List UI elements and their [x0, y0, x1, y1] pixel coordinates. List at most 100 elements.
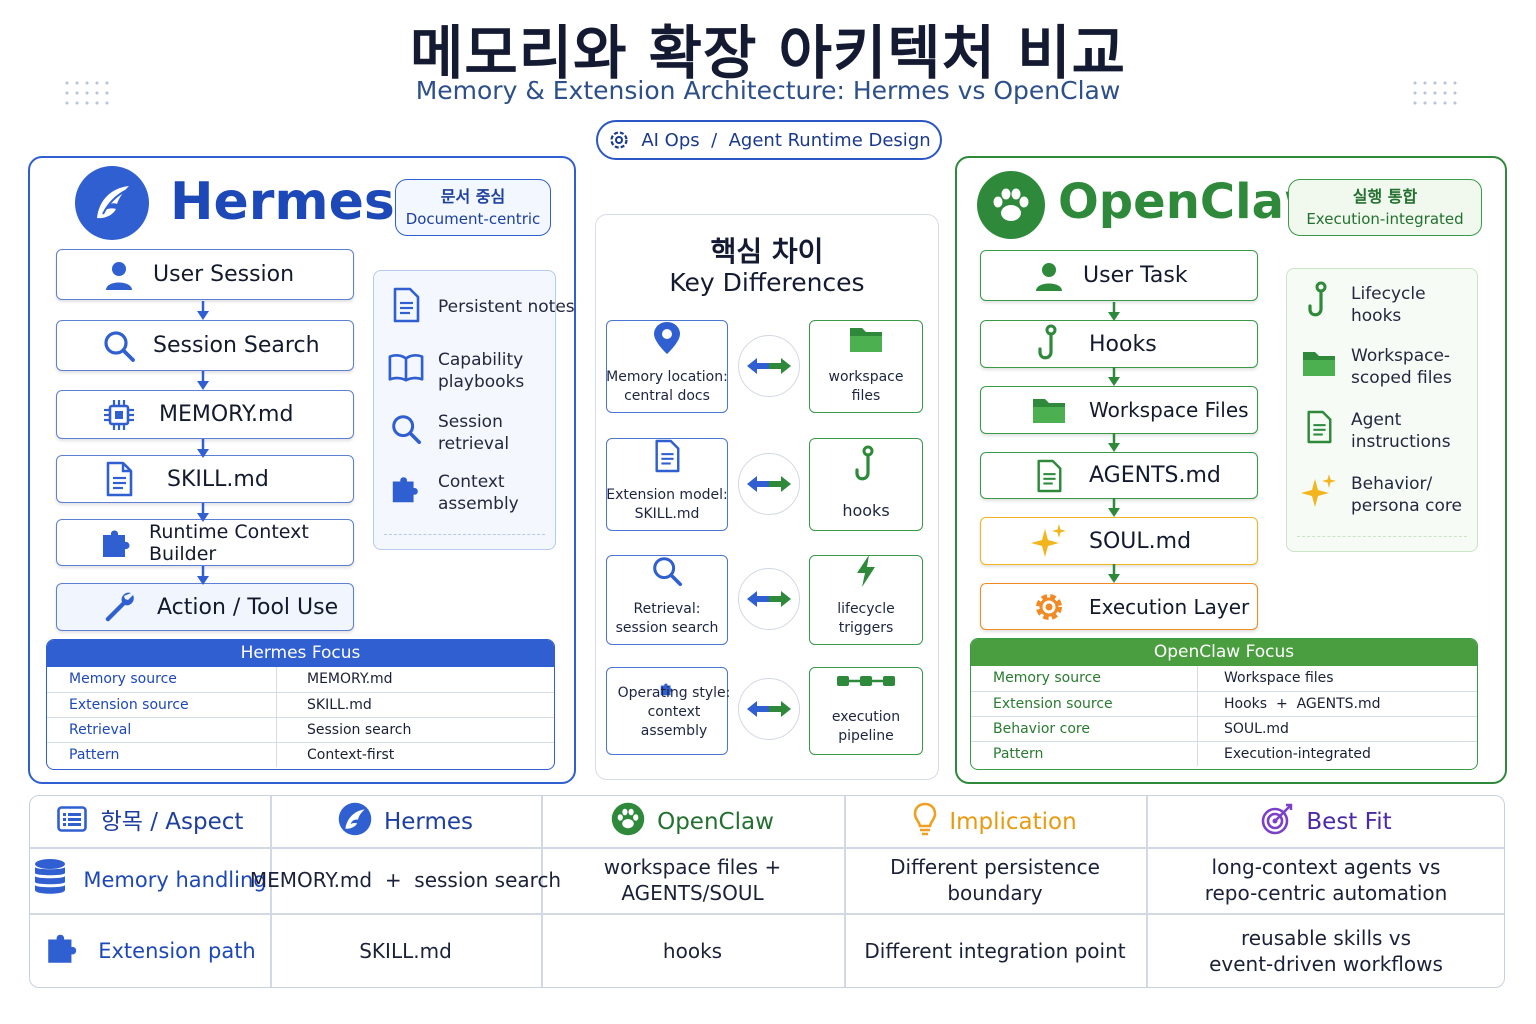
flow-label: SOUL.md: [1089, 528, 1192, 554]
kd-hermes-memory-location: Memory location: central docs: [606, 320, 728, 413]
hermes-flow-runtime-context-builder: Runtime Context Builder: [56, 519, 354, 566]
gear-icon: [607, 128, 631, 152]
openclaw-badge-ko: 실행 통합: [1352, 186, 1418, 206]
arrow-down-icon: [197, 301, 209, 320]
document-icon: [652, 438, 682, 480]
comparison-table: 항목 / Aspect Hermes OpenClaw Implication …: [29, 795, 1505, 988]
arrow-down-icon: [1108, 498, 1120, 517]
hermes-logo-icon: [75, 166, 149, 240]
kd-hermes-operating-style: Operating style: context assembly: [606, 667, 730, 755]
openclaw-feature-workspace-scoped-files: Workspace- scoped files: [1301, 345, 1452, 389]
kd-hermes-extension-model: Extension model: SKILL.md: [606, 438, 728, 531]
kd-hermes-retrieval: Retrieval: session search: [606, 555, 728, 645]
hermes-badge-en: Document-centric: [405, 209, 541, 228]
divider: [384, 534, 545, 535]
list-icon: [56, 805, 87, 838]
tagline-text: AI Ops / Agent Runtime Design: [641, 129, 931, 151]
divider: [844, 796, 846, 987]
openclaw-badge-en: Execution-integrated: [1306, 209, 1464, 228]
puzzle-icon: [44, 929, 82, 973]
hermes-logo-icon: [338, 802, 372, 842]
flow-label: AGENTS.md: [1089, 463, 1221, 488]
target-icon: [1260, 802, 1294, 842]
openclaw-flow-user-task: User Task: [980, 250, 1258, 301]
openclaw-flow-workspace-files: Workspace Files: [980, 386, 1258, 434]
kd-openclaw-hooks: hooks: [809, 438, 923, 531]
table-cell: long-context agents vs repo-centric auto…: [1204, 855, 1448, 905]
flow-label: SKILL.md: [167, 466, 269, 492]
arrow-down-icon: [1108, 433, 1120, 452]
openclaw-focus-title: OpenClaw Focus: [971, 639, 1477, 666]
hook-icon: [1029, 324, 1069, 364]
folder-icon: [1301, 345, 1337, 381]
user-icon: [1029, 256, 1069, 296]
search-icon: [650, 554, 684, 594]
table-row-extension-path-aspect: Extension path: [30, 913, 270, 987]
arrow-down-icon: [197, 566, 209, 585]
divider: [541, 796, 543, 987]
flow-label: Execution Layer: [1089, 594, 1250, 619]
openclaw-flow-execution-layer: Execution Layer: [980, 583, 1258, 630]
pipeline-icon: [836, 674, 896, 694]
openclaw-flow-hooks: Hooks: [980, 320, 1258, 368]
key-differences-title-ko: 핵심 차이: [710, 235, 824, 268]
hermes-feature-persistent-notes: Persistent notes: [388, 287, 575, 323]
table-cell: SKILL.md: [359, 939, 452, 963]
openclaw-name: OpenClaw: [1058, 174, 1329, 230]
hermes-focus-title: Hermes Focus: [47, 640, 554, 667]
arrow-down-icon: [1108, 302, 1120, 321]
arrow-down-icon: [1108, 564, 1120, 583]
hermes-feature-context-assembly: Context assembly: [388, 471, 519, 515]
openclaw-feature-lifecycle-hooks: Lifecycle hooks: [1301, 281, 1426, 327]
table-header-hermes: Hermes: [270, 796, 541, 847]
search-icon: [388, 411, 424, 447]
tagline-pill: AI Ops / Agent Runtime Design: [596, 120, 942, 160]
table-row-memory-handling-aspect: Memory handling: [30, 847, 270, 913]
hermes-features-card: Persistent notes Capability playbooks Se…: [373, 270, 575, 550]
openclaw-feature-behavior-persona-core: Behavior/ persona core: [1301, 473, 1462, 517]
table-cell: Different integration point: [864, 939, 1126, 963]
flow-label: MEMORY.md: [159, 402, 294, 427]
arrow-down-icon: [1108, 367, 1120, 386]
hermes-flow-skill-md: SKILL.md: [56, 455, 354, 503]
flow-label: Action / Tool Use: [157, 594, 339, 620]
divider: [1297, 536, 1467, 537]
hermes-name: Hermes: [170, 172, 395, 232]
flow-label: User Session: [153, 262, 295, 287]
folder-icon: [1029, 390, 1069, 430]
user-icon: [99, 255, 139, 295]
table-cell: MEMORY.md + session search: [249, 868, 562, 892]
double-arrow-icon: [738, 678, 800, 740]
kd-operating-style-header: [659, 680, 675, 704]
hermes-feature-capability-playbooks: Capability playbooks: [388, 349, 524, 393]
hermes-flow-action-tool-use: Action / Tool Use: [56, 583, 354, 631]
table-header-openclaw: OpenClaw: [541, 796, 844, 847]
table-header-best-fit: Best Fit: [1146, 796, 1504, 847]
puzzle-icon: [388, 471, 424, 507]
flow-label: Hooks: [1089, 331, 1157, 357]
sparkle-icon: [1029, 521, 1069, 561]
chip-icon: [99, 395, 139, 435]
hook-icon: [1301, 281, 1337, 319]
location-pin-icon: [652, 320, 682, 362]
openclaw-flow-agents-md: AGENTS.md: [980, 452, 1258, 499]
divider: [270, 796, 272, 987]
table-cell: workspace files + AGENTS/SOUL: [603, 855, 782, 905]
hermes-flow-user-session: User Session: [56, 249, 354, 300]
puzzle-icon: [659, 680, 675, 704]
book-open-icon: [388, 349, 424, 385]
page-subtitle: Memory & Extension Architecture: Hermes …: [415, 76, 1121, 105]
double-arrow-icon: [738, 453, 800, 515]
sparkle-icon: [1301, 473, 1337, 509]
kd-openclaw-lifecycle-triggers: lifecycle triggers: [809, 555, 923, 645]
wrench-icon: [99, 587, 139, 627]
openclaw-badge: 실행 통합 Execution-integrated: [1288, 179, 1482, 236]
